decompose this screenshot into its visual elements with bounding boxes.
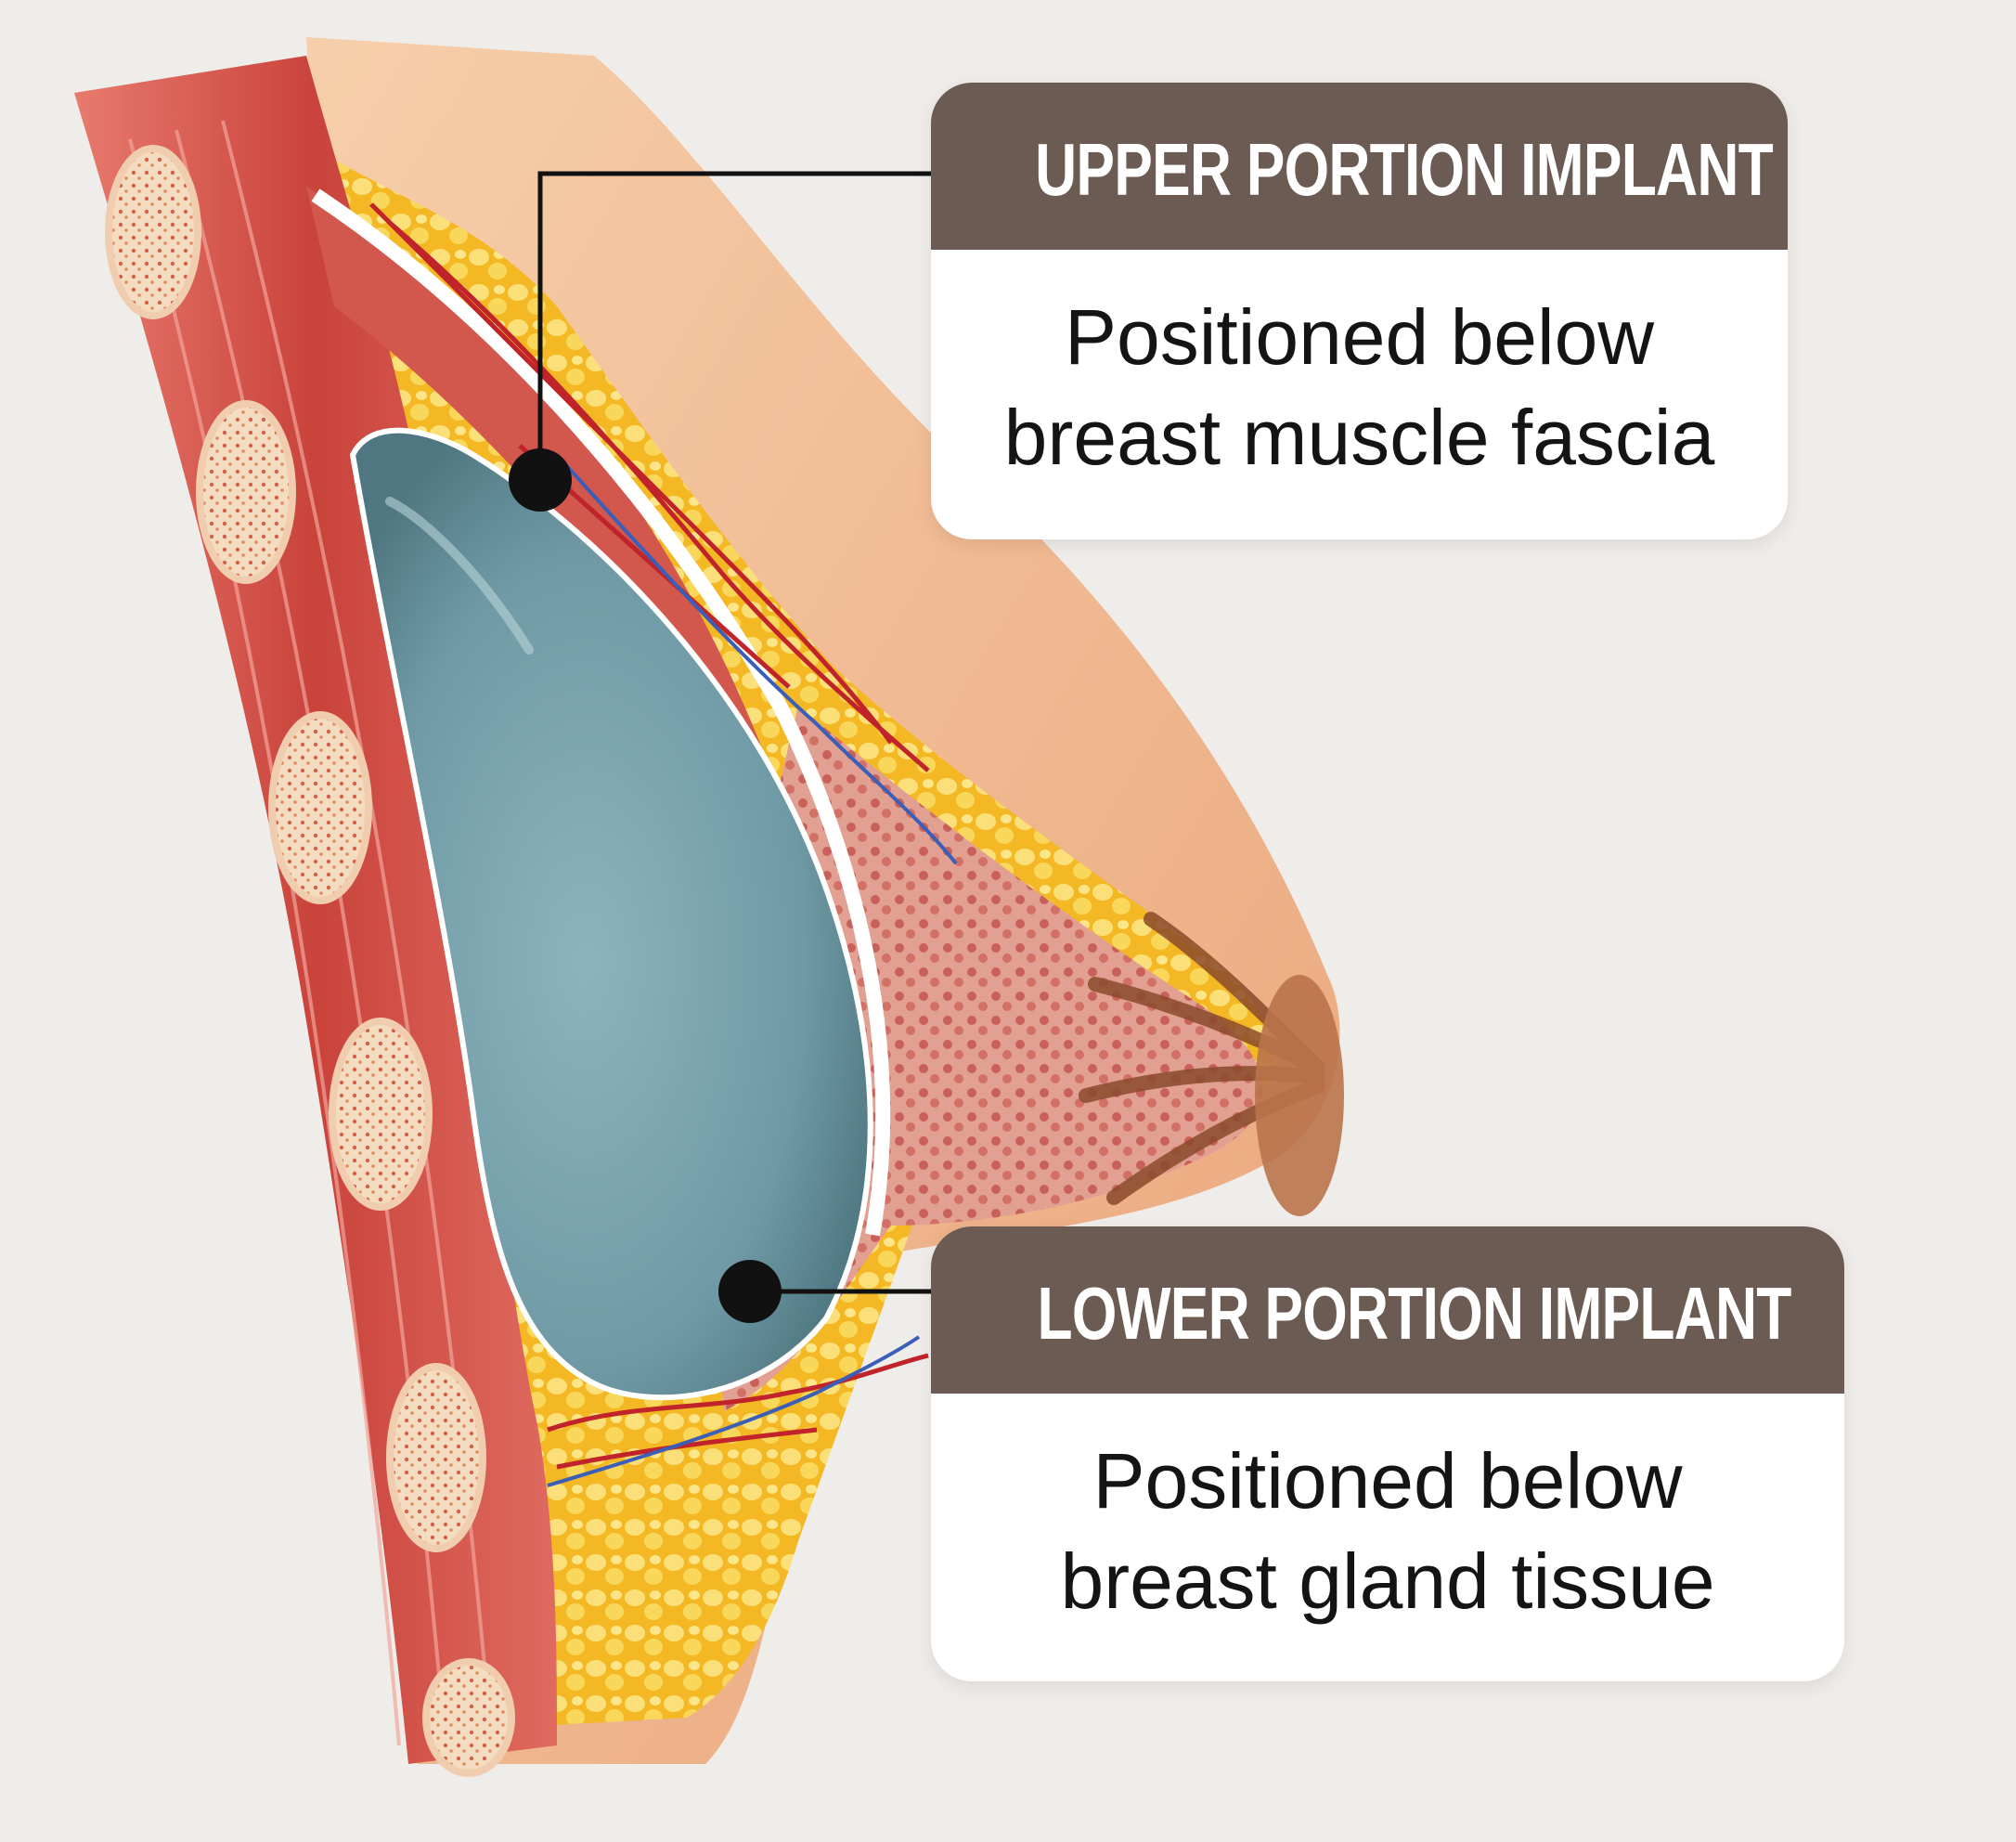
upper-callout-title: UPPER PORTION IMPLANT xyxy=(931,83,1788,250)
lower-callout-title: LOWER PORTION IMPLANT xyxy=(931,1226,1844,1394)
veins-lower xyxy=(547,1335,921,1487)
fascia-line xyxy=(311,188,891,1237)
rib xyxy=(105,145,201,319)
upper-callout-line-1: Positioned below xyxy=(1064,293,1655,381)
upper-marker-dot xyxy=(509,448,572,512)
rib xyxy=(422,1658,515,1777)
lower-callout-description: Positioned below breast gland tissue xyxy=(931,1394,1844,1631)
blood-vessels-lower xyxy=(547,1353,929,1470)
breast-implant xyxy=(349,427,873,1401)
lower-implant-callout: LOWER PORTION IMPLANT Positioned below b… xyxy=(931,1226,1844,1681)
veins-upper xyxy=(555,453,958,865)
nipple xyxy=(1255,975,1344,1216)
upper-implant-callout: UPPER PORTION IMPLANT Positioned below b… xyxy=(931,83,1788,539)
rib xyxy=(386,1363,486,1552)
rib xyxy=(268,711,372,904)
implant-highlight xyxy=(385,497,534,655)
rib xyxy=(196,400,296,584)
lower-callout-line-2: breast gland tissue xyxy=(1060,1537,1715,1625)
upper-callout-line-2: breast muscle fascia xyxy=(1003,394,1715,481)
ribs xyxy=(105,145,515,1777)
rib xyxy=(329,1018,433,1211)
upper-leader-line xyxy=(537,171,931,480)
lower-marker-dot xyxy=(718,1260,782,1323)
upper-callout-description: Positioned below breast muscle fascia xyxy=(931,250,1788,487)
lactiferous-ducts xyxy=(1079,912,1325,1205)
inner-muscle-layer xyxy=(306,186,854,1170)
lower-callout-line-1: Positioned below xyxy=(1092,1437,1683,1524)
pectoral-muscle xyxy=(74,56,557,1764)
